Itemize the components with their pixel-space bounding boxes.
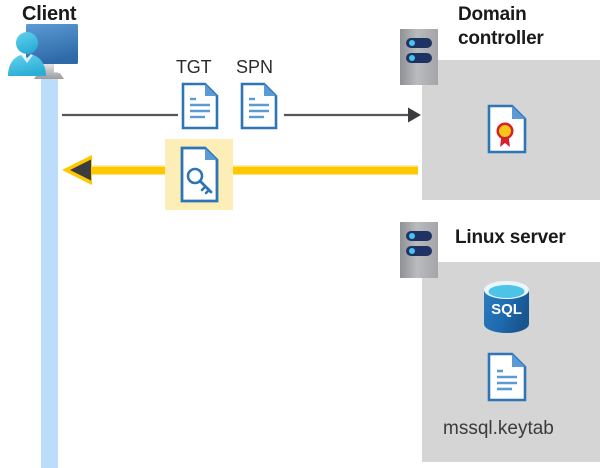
rack-led-icon <box>409 55 415 61</box>
document-key-icon <box>180 146 219 203</box>
rack-bar <box>406 231 432 241</box>
spn-label: SPN <box>236 57 274 77</box>
server-rack-icon <box>400 222 438 278</box>
client-lifeline <box>41 72 58 468</box>
keytab-filename-label: mssql.keytab <box>443 418 554 439</box>
response-arrowhead-inner <box>70 159 91 181</box>
rack-bar <box>406 53 432 63</box>
tgt-label: TGT <box>176 57 212 77</box>
client-label: Client <box>22 3 77 25</box>
rack-led-icon <box>409 233 415 239</box>
rack-led-icon <box>409 248 415 254</box>
certificate-document-icon <box>487 104 527 154</box>
document-lines-icon <box>181 82 219 130</box>
user-with-monitor-icon <box>8 24 78 79</box>
request-arrowhead <box>408 107 421 123</box>
linux-server-label: Linux server <box>455 227 566 248</box>
rack-led-icon <box>409 40 415 46</box>
domain-controller-label: Domain controller <box>458 4 544 49</box>
rack-bar <box>406 38 432 48</box>
document-lines-icon <box>240 82 278 130</box>
sql-database-icon: SQL <box>484 281 529 333</box>
server-rack-icon <box>400 29 438 85</box>
keytab-document-icon <box>487 352 527 402</box>
rack-bar <box>406 246 432 256</box>
sql-database-text: SQL <box>491 301 522 318</box>
